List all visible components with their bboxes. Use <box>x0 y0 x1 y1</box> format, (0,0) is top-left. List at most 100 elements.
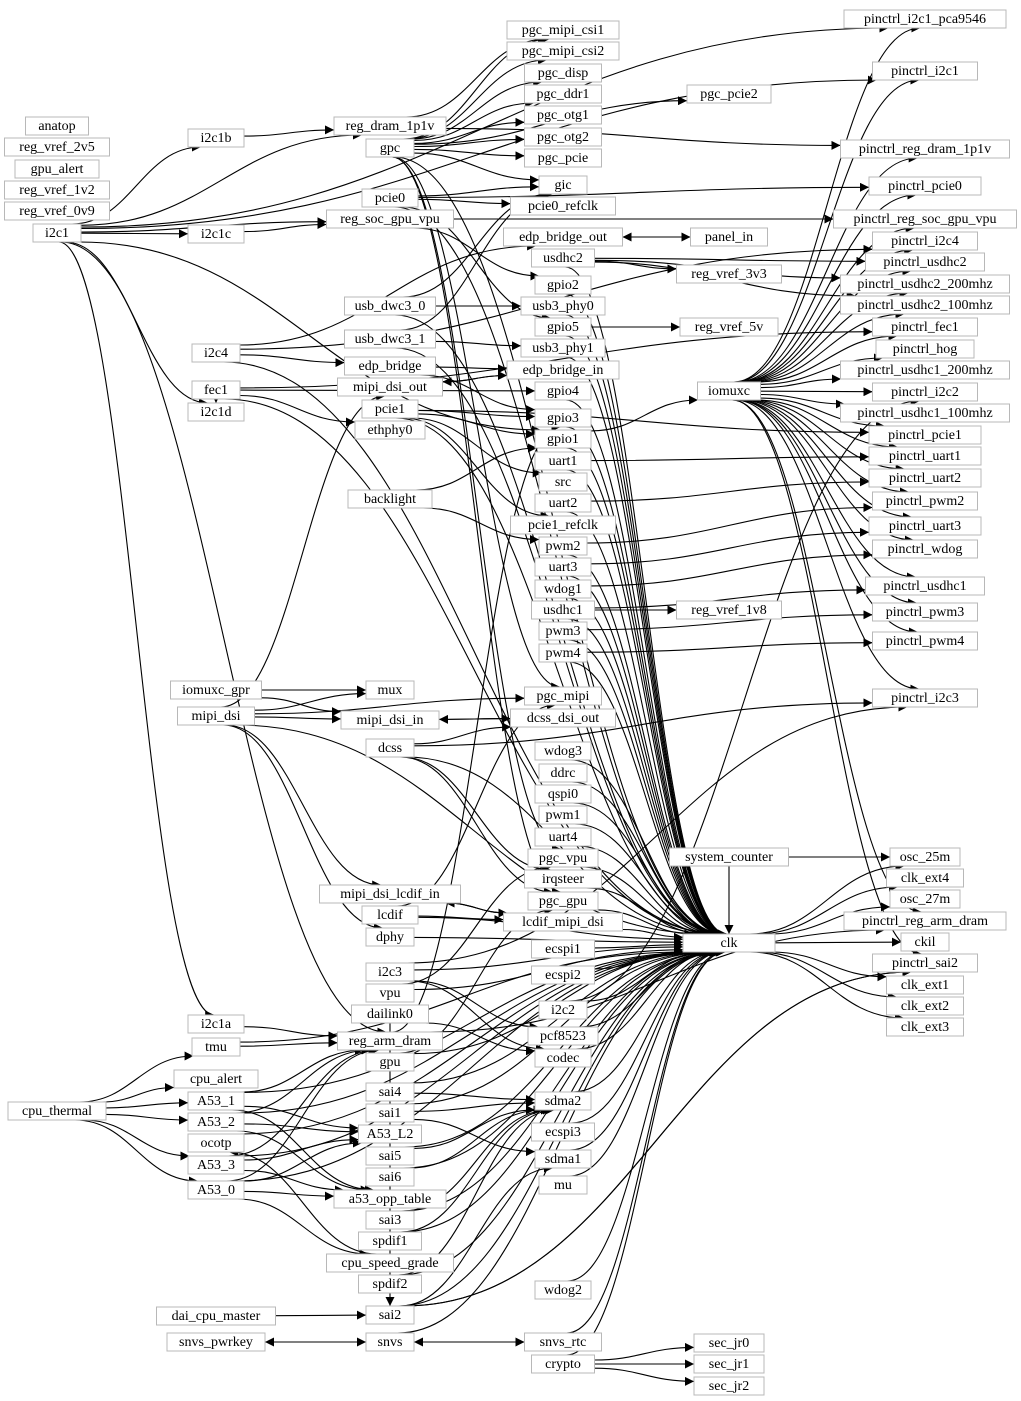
graph-edge <box>737 399 917 582</box>
node-label: pinctrl_wdog <box>888 542 963 557</box>
node-label: snvs_pwrkey <box>179 1335 253 1350</box>
node-box <box>25 116 89 136</box>
graph-edge <box>229 1147 377 1255</box>
node-box <box>524 63 602 83</box>
graph-edge <box>239 947 706 1135</box>
node-label: pinctrl_i2c3 <box>891 691 959 706</box>
graph-edge <box>572 802 720 939</box>
node-box <box>524 105 602 125</box>
node-box <box>156 1306 276 1326</box>
graph-node: pinctrl_wdog <box>872 539 978 559</box>
graph-node: ocotp <box>187 1133 245 1153</box>
node-label: gpio5 <box>547 320 579 335</box>
node-box <box>358 1274 422 1294</box>
graph-node: sai3 <box>365 1210 415 1230</box>
node-box <box>506 360 620 380</box>
node-box <box>531 965 595 985</box>
node-label: lcdif_mipi_dsi <box>522 915 604 930</box>
node-box <box>365 1082 415 1102</box>
graph-node: ckil <box>900 932 950 952</box>
node-box <box>524 869 602 889</box>
node-label: snvs_rtc <box>540 1335 587 1350</box>
graph-node: gic <box>538 175 588 195</box>
node-label: sdma2 <box>545 1094 582 1109</box>
node-box <box>840 360 1010 380</box>
graph-edge <box>742 399 912 522</box>
node-label: a53_opp_table <box>349 1192 431 1207</box>
node-label: usb3_phy0 <box>532 299 593 314</box>
graph-node: pgc_otg2 <box>524 127 602 147</box>
graph-edge <box>417 182 540 197</box>
node-label: snvs <box>378 1335 403 1350</box>
node-label: mipi_dsi_in <box>357 713 424 728</box>
graph-edge <box>442 374 508 387</box>
node-box <box>358 1124 422 1144</box>
node-box <box>191 343 241 363</box>
graph-edge <box>403 417 550 521</box>
node-label: i2c4 <box>204 346 228 361</box>
node-label: usb_dwc3_0 <box>355 299 426 314</box>
graph-edge <box>413 722 512 745</box>
node-label: pinctrl_hog <box>893 342 958 357</box>
node-label: pwm3 <box>546 624 581 639</box>
node-box <box>510 515 616 535</box>
graph-node: cpu_alert <box>173 1069 259 1089</box>
graph-node: crypto <box>531 1354 595 1374</box>
graph-edge <box>241 947 704 1114</box>
node-box <box>187 1091 245 1111</box>
node-box <box>365 962 415 982</box>
graph-node: pinctrl_usdhc1 <box>865 576 985 596</box>
node-label: A53_1 <box>197 1094 235 1109</box>
graph-node: pcie0_refclk <box>510 196 616 216</box>
node-label: lcdif <box>377 908 403 923</box>
node-box <box>187 402 245 422</box>
node-label: pgc_gpu <box>539 894 587 909</box>
node-box <box>840 274 1010 294</box>
graph-edge <box>445 898 508 914</box>
graph-node: mipi_dsi_out <box>337 377 443 397</box>
node-label: usdhc2 <box>543 251 583 266</box>
graph-node: pcie1 <box>361 399 419 419</box>
node-label: pinctrl_usdhc1_200mhz <box>857 363 992 378</box>
graph-node: src <box>538 472 588 492</box>
node-label: crypto <box>545 1357 581 1372</box>
node-box <box>4 201 110 221</box>
graph-edge <box>224 724 382 890</box>
node-box <box>365 680 415 700</box>
node-box <box>538 763 588 783</box>
node-label: sai5 <box>379 1149 402 1164</box>
graph-node: pgc_pcie2 <box>686 84 772 104</box>
graph-edge <box>586 503 873 544</box>
graph-edge <box>105 1113 189 1125</box>
node-label: pgc_otg2 <box>537 130 589 145</box>
node-box <box>840 295 1010 315</box>
node-label: gpu_alert <box>31 162 84 177</box>
graph-node: pcie1_refclk <box>510 515 616 535</box>
node-box <box>886 975 964 995</box>
node-box <box>520 296 606 316</box>
node-label: pwm2 <box>546 539 581 554</box>
node-box <box>524 127 602 147</box>
node-box <box>889 889 961 909</box>
graph-node: uart1 <box>534 451 592 471</box>
node-label: pinctrl_uart3 <box>889 519 961 534</box>
graph-edge <box>769 902 891 935</box>
node-label: clk_ext3 <box>901 1020 949 1035</box>
graph-edge <box>566 511 726 939</box>
graph-node: i2c1a <box>187 1014 245 1034</box>
node-label: pinctrl_usdhc1_100mhz <box>857 406 992 421</box>
node-label: i2c1b <box>200 131 231 146</box>
graph-node: usb_dwc3_0 <box>344 296 436 316</box>
graph-edge <box>756 882 898 935</box>
node-label: edp_bridge_out <box>519 230 607 245</box>
node-box <box>365 1305 415 1325</box>
graph-edge <box>401 1105 552 1233</box>
node-label: gpio1 <box>547 432 579 447</box>
graph-edge <box>734 75 920 383</box>
node-box <box>669 847 789 867</box>
node-label: clk_ext2 <box>901 999 949 1014</box>
node-box <box>524 148 602 168</box>
graph-edge <box>413 1105 536 1149</box>
graph-node: usb3_phy1 <box>520 338 606 358</box>
node-label: pcf8523 <box>540 1029 586 1044</box>
